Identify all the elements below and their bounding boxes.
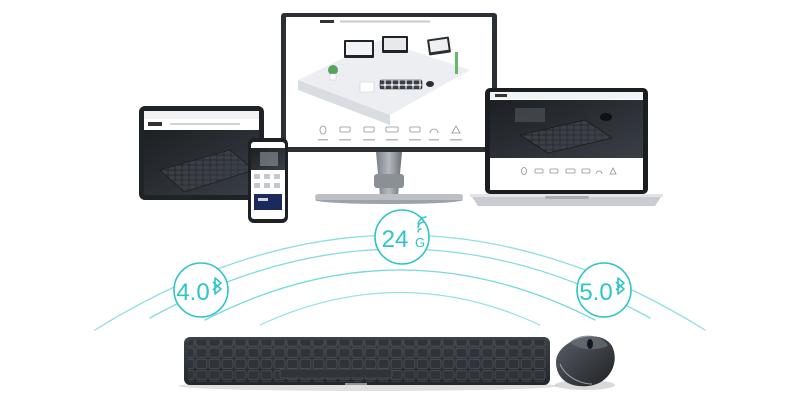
wireless-keyboard <box>178 337 558 391</box>
bluetooth-icon <box>615 277 625 295</box>
desktop-monitor <box>281 13 497 204</box>
bluetooth-5-badge: 5.0 <box>576 262 632 318</box>
signal-arc-inner <box>204 269 596 321</box>
signal-arc-core <box>259 291 541 326</box>
bluetooth-4-badge: 4.0 <box>173 262 229 318</box>
wifi-signal-icon <box>417 216 427 233</box>
brand-logo <box>148 122 162 126</box>
wireless-24g-badge: 24 G <box>374 209 430 265</box>
tablet <box>139 106 264 200</box>
keyboard-brand-logo <box>345 383 367 385</box>
wireless-unit: G <box>415 235 425 250</box>
wireless-mouse <box>555 335 615 390</box>
wireless-value: 24 <box>382 226 409 253</box>
bluetooth-right-version: 5.0 <box>579 279 612 306</box>
laptop <box>470 88 663 206</box>
bluetooth-icon <box>212 277 222 295</box>
bluetooth-left-version: 4.0 <box>176 279 209 306</box>
smartphone <box>248 138 288 223</box>
